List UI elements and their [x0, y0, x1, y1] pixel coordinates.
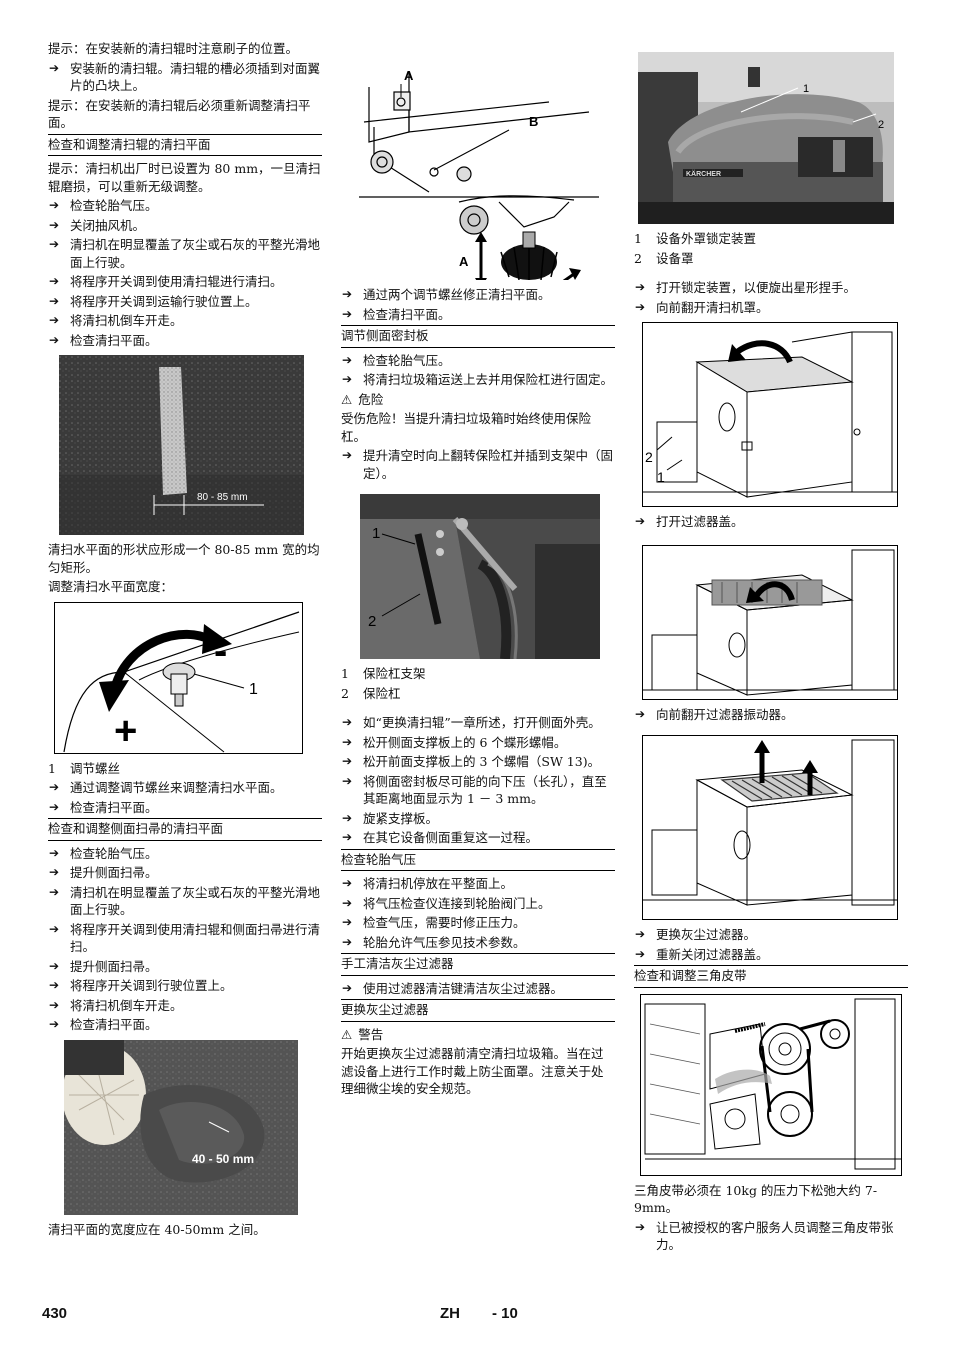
- callout-2: 2: [645, 449, 653, 465]
- bullet: 提升侧面扫帚。: [48, 864, 322, 882]
- bullet: 检查轮胎气压。: [341, 352, 615, 370]
- bullet: 将清扫垃圾箱运送上去并用保险杠进行固定。: [341, 371, 615, 389]
- bullet: 松开前面支撑板上的 3 个螺帽（SW 13)。: [341, 753, 615, 771]
- measure-label: 40 - 50 mm: [192, 1152, 254, 1166]
- language-code: ZH: [440, 1305, 460, 1322]
- callout-1: 1: [372, 525, 380, 542]
- bullet: 打开锁定装置，以便旋出星形捏手。: [634, 279, 908, 297]
- callout-1: 1: [657, 469, 665, 485]
- paragraph: 清扫水平面的形状应形成一个 80-85 mm 宽的均匀矩形。: [48, 542, 320, 575]
- bullet: 检查清扫平面。: [48, 799, 322, 817]
- bullet: 让已被授权的客户服务人员调整三角皮带张力。: [634, 1219, 908, 1254]
- section-heading: 手工清洁灰尘过滤器: [341, 953, 615, 976]
- warning-text: 开始更换灰尘过滤器前清空清扫垃圾箱。当在过滤设备上进行工作时戴上防尘面罩。注意关…: [341, 1046, 604, 1096]
- label-b: B: [579, 278, 588, 280]
- section-heading: 检查和调整侧面扫帚的清扫平面: [48, 818, 322, 841]
- bullet: 轮胎允许气压参见技术参数。: [341, 934, 615, 952]
- warning-heading: ⚠警告: [341, 1026, 384, 1042]
- bullet: 将程序开关调到使用清扫辊进行清扫。: [48, 273, 322, 291]
- label-a: A: [404, 68, 414, 83]
- bullet: 旋紧支撑板。: [341, 810, 615, 828]
- bullet: 清扫机在明显覆盖了灰尘或石灰的平整光滑地面上行驶。: [48, 884, 322, 919]
- bullet: 在其它设备侧面重复这一过程。: [341, 829, 615, 847]
- section-heading: 更换灰尘过滤器: [341, 999, 615, 1022]
- label-a: A: [459, 254, 469, 269]
- adjust-screw-diagram: 1 - +: [54, 601, 322, 754]
- v-belt-diagram: [640, 993, 908, 1176]
- page-number: 430: [42, 1305, 68, 1322]
- bullet: 松开侧面支撑板上的 6 个蝶形螺帽。: [341, 734, 615, 752]
- bullet: 检查清扫平面。: [48, 1016, 322, 1034]
- section-heading: 检查和调整三角皮带: [634, 965, 908, 988]
- bullet: 将清扫机停放在平整面上。: [341, 875, 615, 893]
- bullet: 将清扫机倒车开走。: [48, 312, 322, 330]
- plus-sign: +: [114, 709, 137, 753]
- machine-hood-photo: KÄRCHER 1 2: [638, 52, 908, 224]
- bullet: 关闭抽风机。: [48, 217, 322, 235]
- side-brush-adjust-diagram: A B A B: [349, 52, 615, 280]
- bullet: 检查轮胎气压。: [48, 845, 322, 863]
- bullet: 检查轮胎气压。: [48, 197, 322, 215]
- bullet: 将程序开关调到运输行驶位置上。: [48, 293, 322, 311]
- bullet: 将气压检查仪连接到轮胎阀门上。: [341, 895, 615, 913]
- label-b: B: [529, 114, 538, 129]
- minus-sign: -: [214, 629, 227, 673]
- callout-1: 1: [249, 681, 258, 698]
- bullet: 向前翻开过滤器振动器。: [634, 706, 908, 724]
- open-hood-diagram: 2 1: [642, 322, 908, 507]
- callout-1: 1: [803, 83, 809, 95]
- bullet: 通过两个调节螺丝修正清扫平面。: [341, 286, 615, 304]
- bullet: 检查清扫平面。: [48, 332, 322, 350]
- callout-2: 2: [368, 613, 376, 630]
- filter-vibrator-diagram: [642, 735, 908, 920]
- bullet: 将程序开关调到使用清扫辊和侧面扫帚进行清扫。: [48, 921, 322, 956]
- bullet: 安装新的清扫辊。清扫辊的槽必须插到对面翼片的凸块上。: [48, 60, 322, 95]
- bullet: 通过调整调节螺丝来调整清扫水平面。: [48, 779, 322, 797]
- bullet: 提升侧面扫帚。: [48, 958, 322, 976]
- section-heading: 检查和调整清扫辊的清扫平面: [48, 133, 322, 156]
- callout-2: 2: [878, 119, 884, 131]
- paragraph: 调整清扫水平面宽度：: [48, 579, 174, 594]
- bullet: 将程序开关调到行驶位置上。: [48, 977, 322, 995]
- note: 提示：在安装新的清扫辊时注意刷子的位置。: [48, 41, 299, 56]
- bullet: 检查清扫平面。: [341, 306, 615, 324]
- bullet: 检查气压，需要时修正压力。: [341, 914, 615, 932]
- column-1: 提示：在安装新的清扫辊时注意刷子的位置。 安装新的清扫辊。清扫辊的槽必须插到对面…: [48, 40, 322, 1240]
- section-heading: 调节侧面密封板: [341, 325, 615, 348]
- bullet: 使用过滤器清洁键清洁灰尘过滤器。: [341, 980, 615, 998]
- bullet: 将侧面密封板尽可能的向下压（长孔），直至其距离地面显示为 1 － 3 mm。: [341, 773, 615, 808]
- bullet: 将清扫机倒车开走。: [48, 997, 322, 1015]
- sweep-pattern-photo: 80 - 85 mm: [59, 355, 322, 535]
- section-page-number: - 10: [492, 1305, 518, 1322]
- bullet: 重新关闭过滤器盖。: [634, 946, 908, 964]
- column-2: A B A B 通过两个调节螺丝修正清扫平面。 检查清扫平面。 调节侧面密封板 …: [341, 40, 615, 1100]
- warning-triangle-icon: ⚠: [341, 1026, 353, 1042]
- bumper-support-photo: 1 2: [360, 494, 615, 659]
- bullet: 更换灰尘过滤器。: [634, 926, 908, 944]
- bullet: 向前翻开清扫机罩。: [634, 299, 908, 317]
- brand-logo: KÄRCHER: [686, 170, 721, 178]
- side-brush-photo: 40 - 50 mm: [64, 1039, 322, 1215]
- paragraph: 清扫平面的宽度应在 40-50mm 之间。: [48, 1221, 266, 1237]
- bullet: 打开过滤器盖。: [634, 513, 908, 531]
- measure-label: 80 - 85 mm: [197, 492, 248, 503]
- note: 提示：在安装新的清扫辊后必须重新调整清扫平面。: [48, 97, 311, 131]
- warning-triangle-icon: ⚠: [341, 391, 353, 407]
- bullet: 如“更换清扫辊”一章所述，打开侧面外壳。: [341, 714, 615, 732]
- danger-heading: ⚠危险: [341, 391, 384, 407]
- section-heading: 检查轮胎气压: [341, 848, 615, 871]
- note: 提示：清扫机出厂时已设置为 80 mm，一旦清扫辊磨损，可以重新无级调整。: [48, 161, 321, 194]
- bullet: 清扫机在明显覆盖了灰尘或石灰的平整光滑地面上行驶。: [48, 236, 322, 271]
- filter-cover-diagram: [642, 544, 908, 700]
- paragraph: 三角皮带必须在 10kg 的压力下松弛大约 7-9mm。: [634, 1182, 878, 1216]
- bullet: 提升清空时向上翻转保险杠并插到支架中（固定）。: [341, 447, 615, 482]
- danger-text: 受伤危险！当提升清扫垃圾箱时始终使用保险杠。: [341, 411, 592, 444]
